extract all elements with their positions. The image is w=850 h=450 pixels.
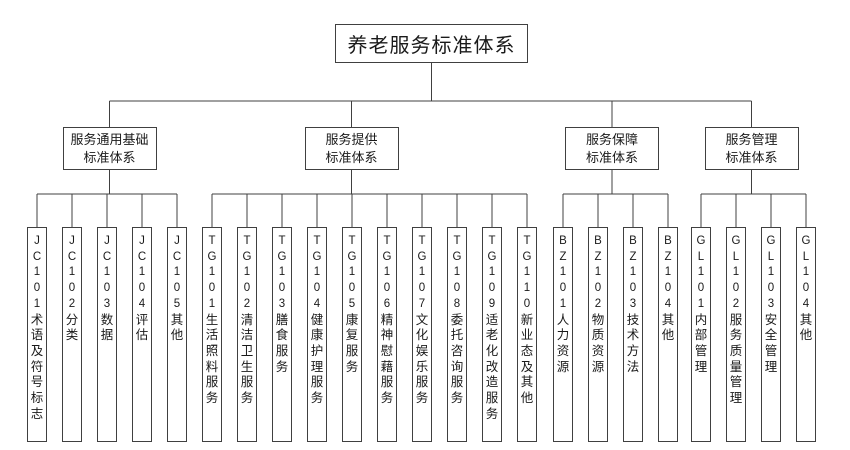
leaf-name: 数据: [100, 312, 114, 343]
group-node: 服务通用基础标准体系: [62, 127, 157, 170]
leaf-name: 康复服务: [345, 312, 359, 374]
leaf-name: 人力资源: [556, 312, 570, 374]
leaf-name: 内部管理: [694, 312, 708, 374]
root-node-label: 养老服务标准体系: [347, 35, 516, 57]
leaf-name: 膳食服务: [275, 312, 289, 374]
leaf-name: 清洁卫生服务: [240, 312, 254, 406]
leaf-name: 委托咨询服务: [450, 312, 464, 406]
group-node-label-line: 标准体系: [725, 149, 778, 165]
leaf-name: 生活照料服务: [205, 312, 219, 406]
leaf-name: 其他: [799, 312, 813, 343]
leaf-name: 服务质量管理: [729, 312, 743, 406]
leaf-name: 文化娱乐服务: [415, 312, 429, 406]
group-node: 服务提供标准体系: [304, 127, 399, 170]
group-node-label-line: 标准体系: [585, 149, 638, 165]
leaf-name: 适老化改造服务: [485, 312, 499, 421]
leaf-name: 安全管理: [764, 312, 778, 374]
leaf-name: 新业态及其他: [520, 312, 534, 406]
leaf-name: 分类: [65, 312, 79, 343]
root-node: 养老服务标准体系: [335, 24, 528, 63]
leaf-name: 术语及符号标志: [30, 312, 44, 421]
group-node: 服务保障标准体系: [565, 127, 659, 170]
group-node-label-line: 服务保障: [585, 131, 638, 147]
leaf-name: 精神慰藉服务: [380, 312, 394, 406]
group-node-label-line: 标准体系: [325, 149, 378, 165]
group-node-label-line: 服务通用基础: [70, 131, 149, 147]
leaf-name: 物质资源: [591, 312, 605, 374]
group-node-label-line: 标准体系: [83, 149, 136, 165]
group-node: 服务管理标准体系: [704, 127, 799, 170]
leaf-name: 健康护理服务: [310, 312, 324, 406]
leaf-name: 技术方法: [626, 312, 640, 374]
leaf-name: 其他: [661, 312, 675, 343]
group-node-label-line: 服务提供: [325, 131, 378, 147]
leaf-name: 评估: [135, 312, 149, 343]
leaf-name: 其他: [170, 312, 184, 343]
group-node-label-line: 服务管理: [725, 131, 778, 147]
